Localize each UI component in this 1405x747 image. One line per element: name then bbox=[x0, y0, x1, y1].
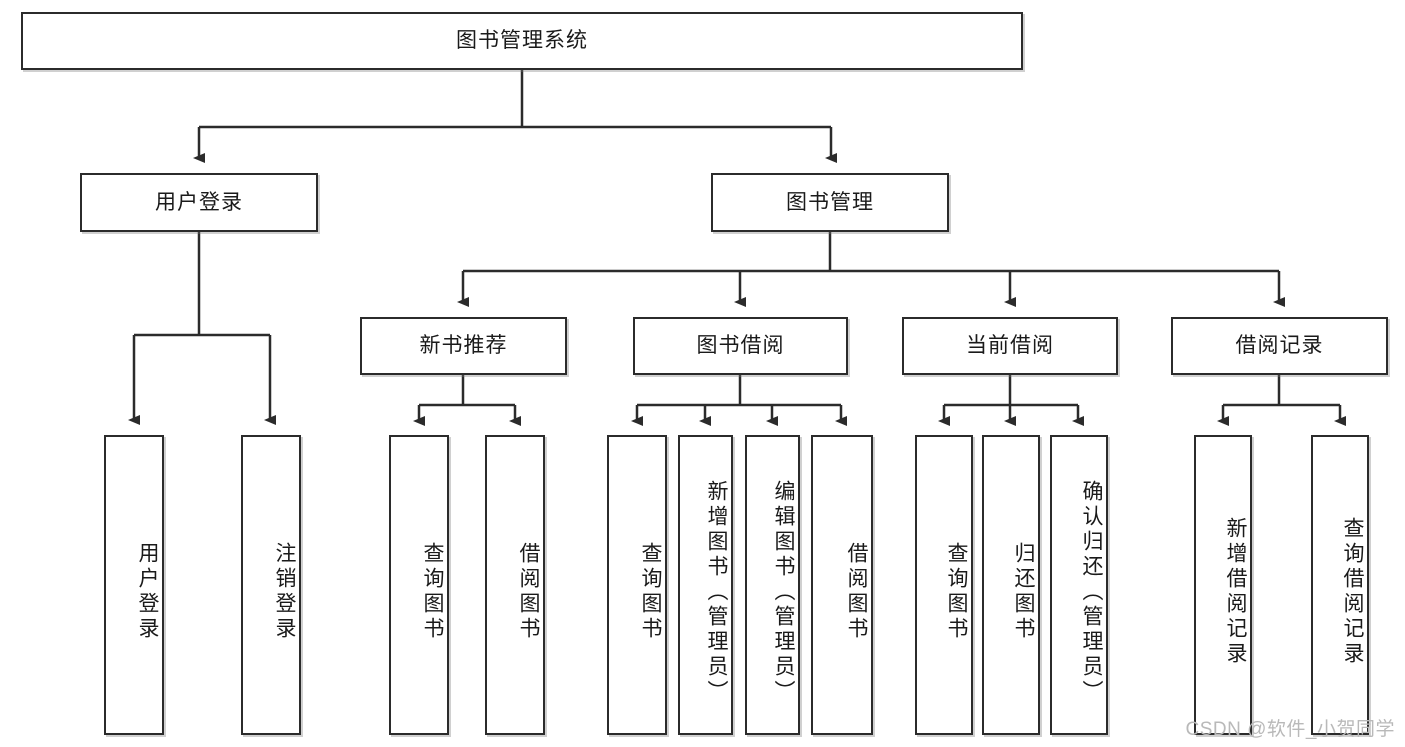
leaf-current-return-book[interactable]: 归还图书 bbox=[982, 435, 1040, 735]
node-root-book-management-system[interactable]: 图书管理系统 bbox=[21, 12, 1023, 70]
leaf-borrow-edit-book-admin[interactable]: 编辑图书（管理员） bbox=[745, 435, 800, 735]
node-label: 查询借阅记录 bbox=[1341, 517, 1364, 667]
leaf-current-query-book[interactable]: 查询图书 bbox=[915, 435, 973, 735]
leaf-new-book-query[interactable]: 查询图书 bbox=[389, 435, 449, 735]
leaf-borrow-query-book[interactable]: 查询图书 bbox=[607, 435, 667, 735]
node-label: 新增图书（管理员） bbox=[705, 479, 728, 705]
leaf-user-login-login[interactable]: 用户登录 bbox=[104, 435, 164, 735]
node-label: 用户登录 bbox=[136, 542, 159, 642]
leaf-borrow-add-book-admin[interactable]: 新增图书（管理员） bbox=[678, 435, 733, 735]
node-new-book-recommend[interactable]: 新书推荐 bbox=[360, 317, 567, 375]
node-label: 借阅记录 bbox=[1235, 334, 1324, 358]
node-book-borrow[interactable]: 图书借阅 bbox=[633, 317, 848, 375]
watermark-text: CSDN @软件_小贺同学 bbox=[1185, 719, 1395, 740]
node-label: 新书推荐 bbox=[419, 334, 508, 358]
node-borrow-record[interactable]: 借阅记录 bbox=[1171, 317, 1388, 375]
node-label: 借阅图书 bbox=[517, 542, 540, 642]
leaf-new-book-borrow[interactable]: 借阅图书 bbox=[485, 435, 545, 735]
node-label: 查询图书 bbox=[639, 542, 662, 642]
node-label: 归还图书 bbox=[1012, 542, 1035, 642]
node-label: 注销登录 bbox=[273, 542, 296, 642]
leaf-record-query-record[interactable]: 查询借阅记录 bbox=[1311, 435, 1369, 735]
node-label: 图书借阅 bbox=[696, 334, 785, 358]
node-label: 新增借阅记录 bbox=[1224, 517, 1247, 667]
node-book-management[interactable]: 图书管理 bbox=[711, 173, 949, 232]
node-label: 借阅图书 bbox=[845, 542, 868, 642]
node-label: 用户登录 bbox=[155, 190, 243, 214]
node-label: 图书管理系统 bbox=[456, 29, 588, 53]
node-label: 确认归还（管理员） bbox=[1080, 479, 1103, 705]
node-label: 编辑图书（管理员） bbox=[772, 479, 795, 705]
node-label: 当前借阅 bbox=[966, 334, 1054, 358]
node-label: 图书管理 bbox=[786, 190, 874, 214]
node-user-login[interactable]: 用户登录 bbox=[80, 173, 318, 232]
node-current-borrow[interactable]: 当前借阅 bbox=[902, 317, 1118, 375]
node-label: 查询图书 bbox=[945, 542, 968, 642]
leaf-user-login-logout[interactable]: 注销登录 bbox=[241, 435, 301, 735]
node-label: 查询图书 bbox=[421, 542, 444, 642]
leaf-borrow-borrow-book[interactable]: 借阅图书 bbox=[811, 435, 873, 735]
leaf-current-confirm-return-admin[interactable]: 确认归还（管理员） bbox=[1050, 435, 1108, 735]
leaf-record-add-record[interactable]: 新增借阅记录 bbox=[1194, 435, 1252, 735]
